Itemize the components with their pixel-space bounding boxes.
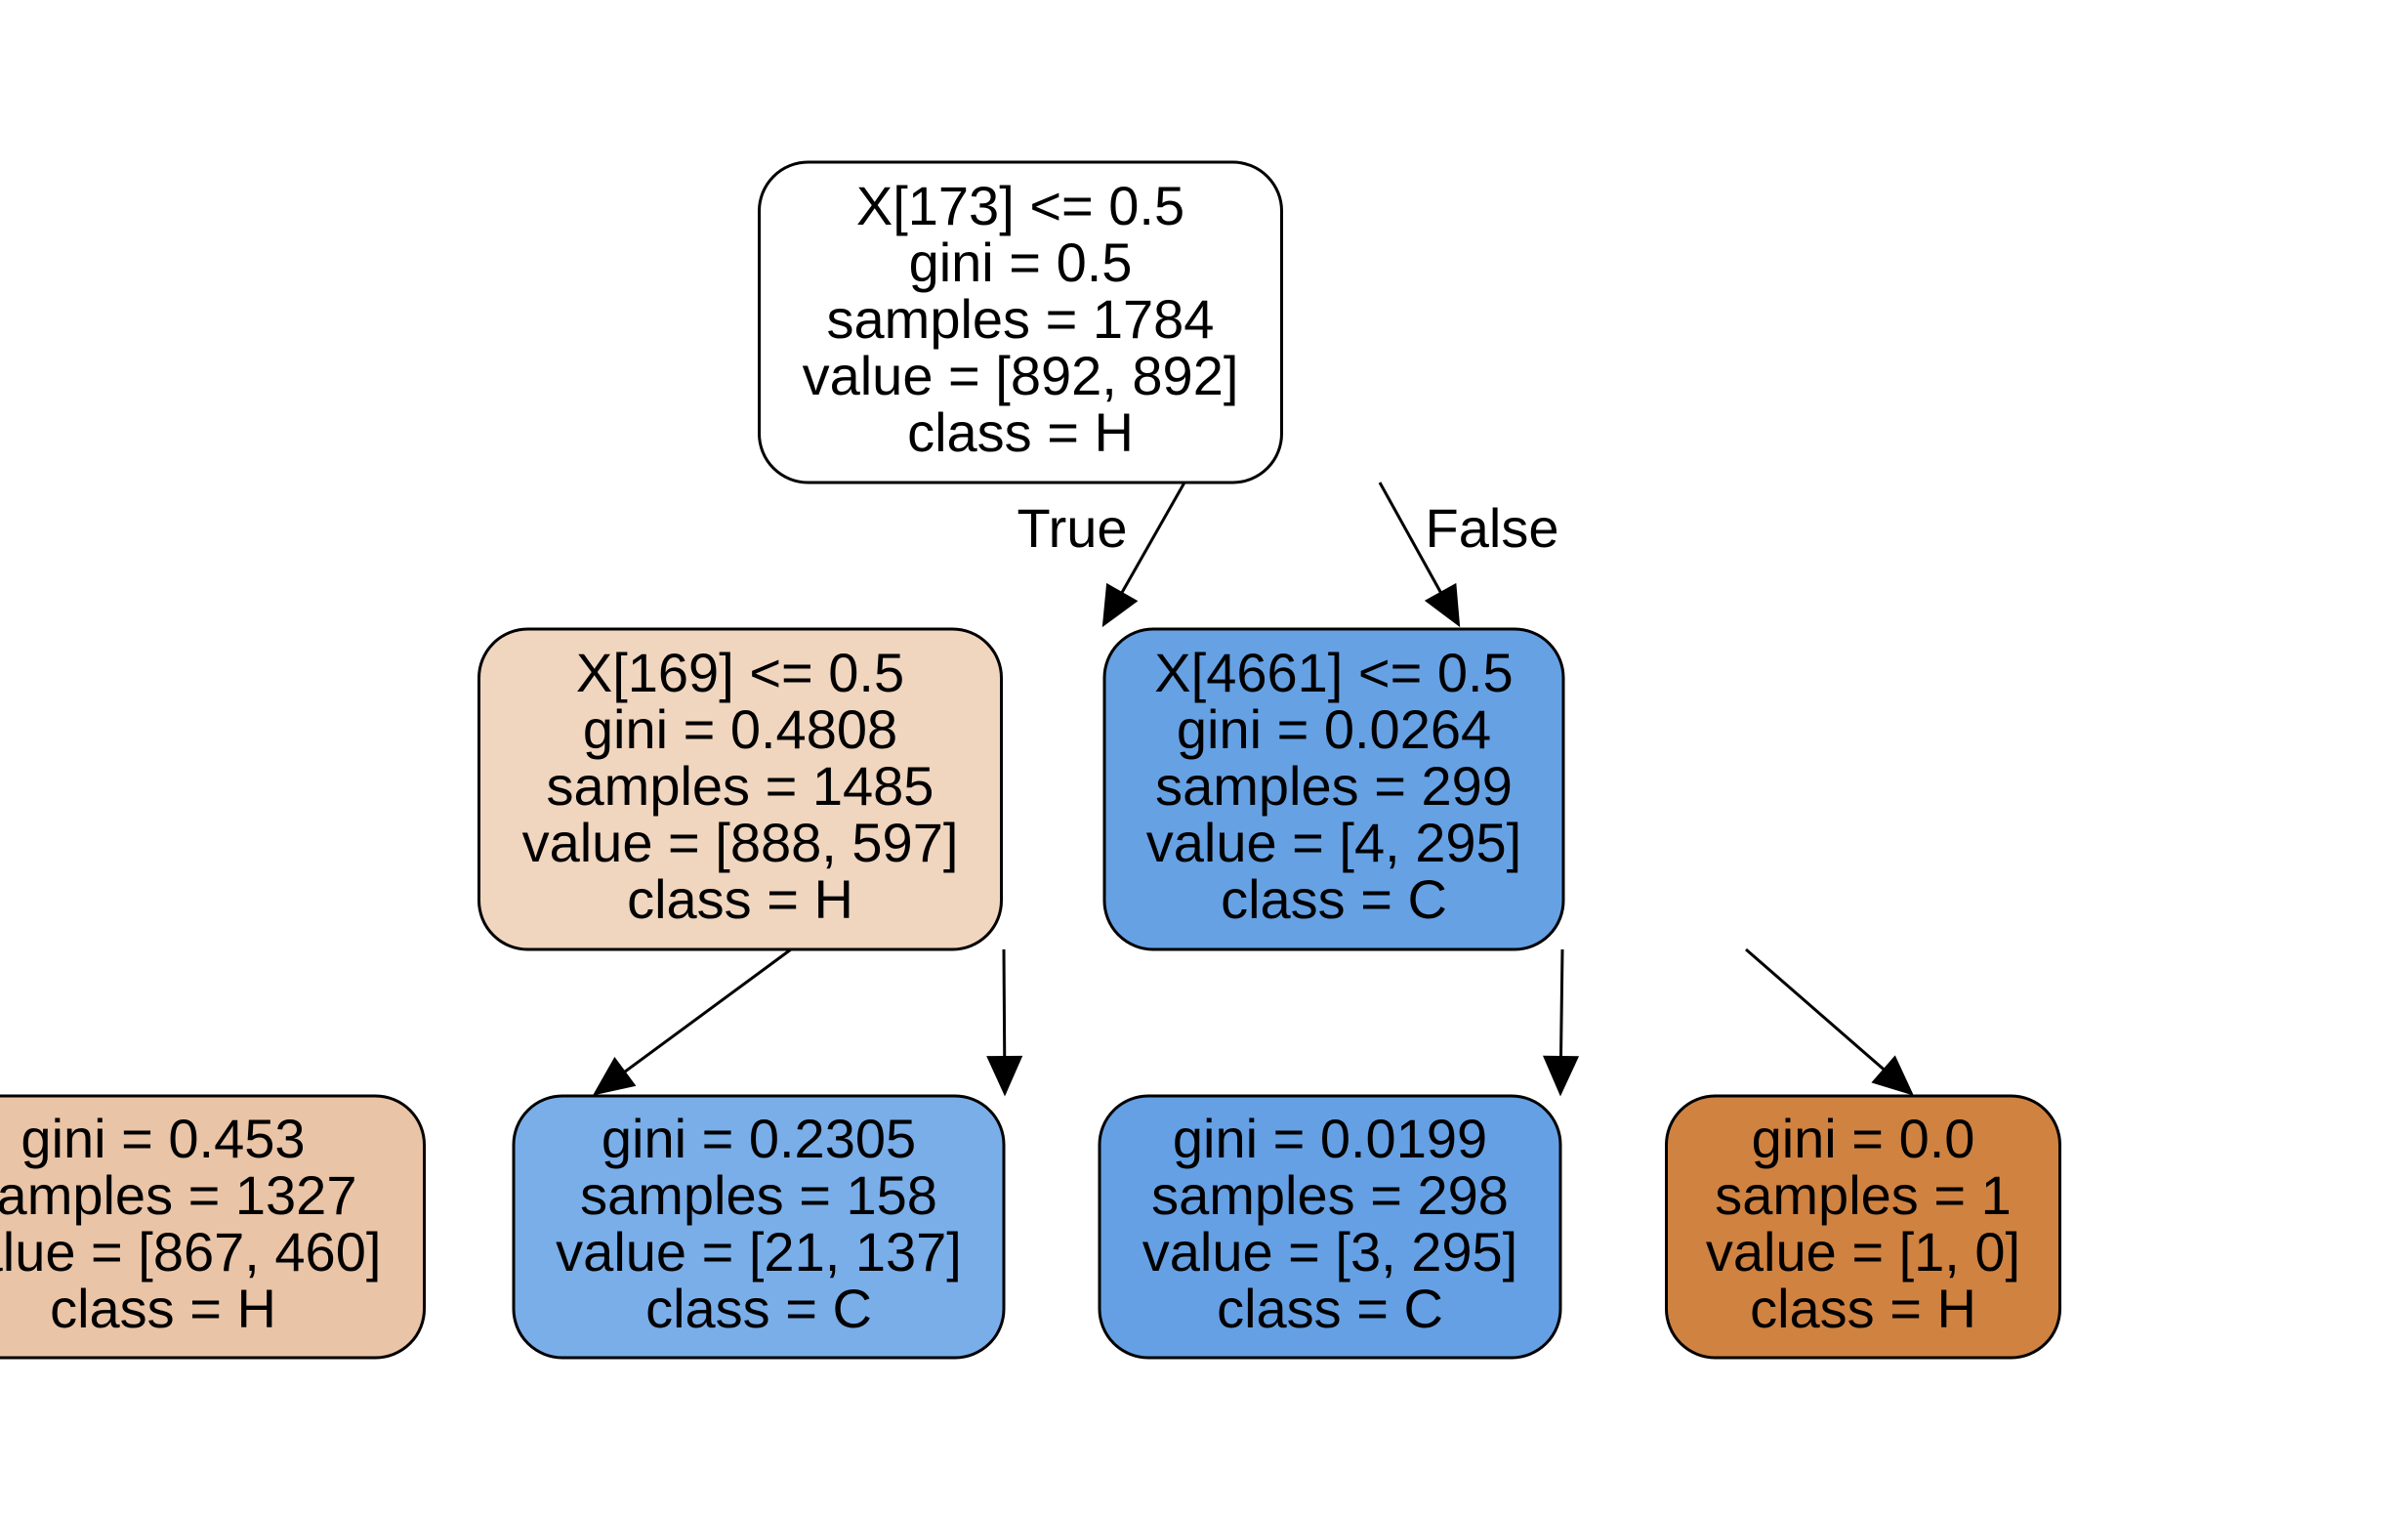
edge-n0-n1: True [1017, 482, 1186, 628]
node-line: class = H [627, 868, 853, 930]
edge-line [1378, 482, 1442, 594]
edge-label-false: False [1426, 497, 1559, 559]
node-line: X[4661] <= 0.5 [1154, 642, 1513, 703]
node-line: value = [867, 460] [0, 1221, 381, 1283]
edges-layer: True False [593, 482, 1914, 1097]
node-line: value = [21, 137] [556, 1221, 962, 1283]
arrowhead [1542, 1055, 1580, 1097]
arrowhead [1101, 582, 1139, 628]
edge-label-true: True [1017, 497, 1127, 559]
node-box [1102, 627, 1565, 951]
node-line: samples = 1 [1715, 1164, 2012, 1226]
arrowhead [1424, 582, 1461, 628]
node-box [477, 627, 1003, 951]
edge-line [623, 947, 792, 1073]
node-line: samples = 1327 [0, 1164, 356, 1226]
edge-n1-n3 [593, 947, 792, 1096]
edge-line [1745, 947, 1886, 1072]
edge-n2-n6 [1745, 947, 1914, 1096]
node-line: gini = 0.0199 [1173, 1108, 1487, 1169]
node-line: value = [1, 0] [1706, 1221, 2020, 1283]
edge-n1-n4 [986, 948, 1023, 1097]
edge-n2-n5 [1542, 948, 1580, 1097]
node-line: X[169] <= 0.5 [576, 642, 904, 703]
node-line: samples = 1784 [827, 288, 1215, 350]
edge-line [1002, 948, 1007, 1058]
node-line: gini = 0.0 [1752, 1108, 1975, 1169]
edge-line [1559, 948, 1564, 1058]
node-line: value = [3, 295] [1142, 1221, 1518, 1283]
node-box [758, 160, 1283, 484]
node-line: gini = 0.2305 [602, 1108, 916, 1169]
node-box [512, 1094, 1006, 1360]
node-line: value = [888, 597] [522, 812, 959, 873]
node-line: samples = 299 [1155, 755, 1513, 817]
node-line: class = C [645, 1278, 872, 1339]
node-line: class = C [1217, 1278, 1443, 1339]
node-line: class = H [1750, 1278, 1976, 1339]
node-box [1098, 1094, 1562, 1360]
node-line: samples = 1485 [547, 755, 934, 817]
node-line: gini = 0.4808 [583, 698, 897, 760]
arrowhead [986, 1055, 1023, 1097]
edge-line [1120, 482, 1186, 594]
arrowhead [1871, 1055, 1914, 1096]
node-line: class = H [50, 1278, 276, 1339]
arrowhead [593, 1056, 637, 1096]
node-line: class = H [907, 401, 1134, 463]
node-line: samples = 158 [580, 1164, 937, 1226]
edge-n0-n2: False [1378, 482, 1559, 628]
node-line: samples = 298 [1151, 1164, 1509, 1226]
node-line: class = C [1221, 868, 1447, 930]
node-box [1665, 1094, 2061, 1360]
node-line: gini = 0.0264 [1177, 698, 1491, 760]
node-box [0, 1094, 426, 1360]
node-line: gini = 0.453 [21, 1108, 305, 1169]
node-line: X[173] <= 0.5 [856, 175, 1184, 236]
node-line: value = [892, 892] [803, 345, 1239, 406]
node-line: value = [4, 295] [1146, 812, 1522, 873]
node-line: gini = 0.5 [909, 231, 1133, 293]
